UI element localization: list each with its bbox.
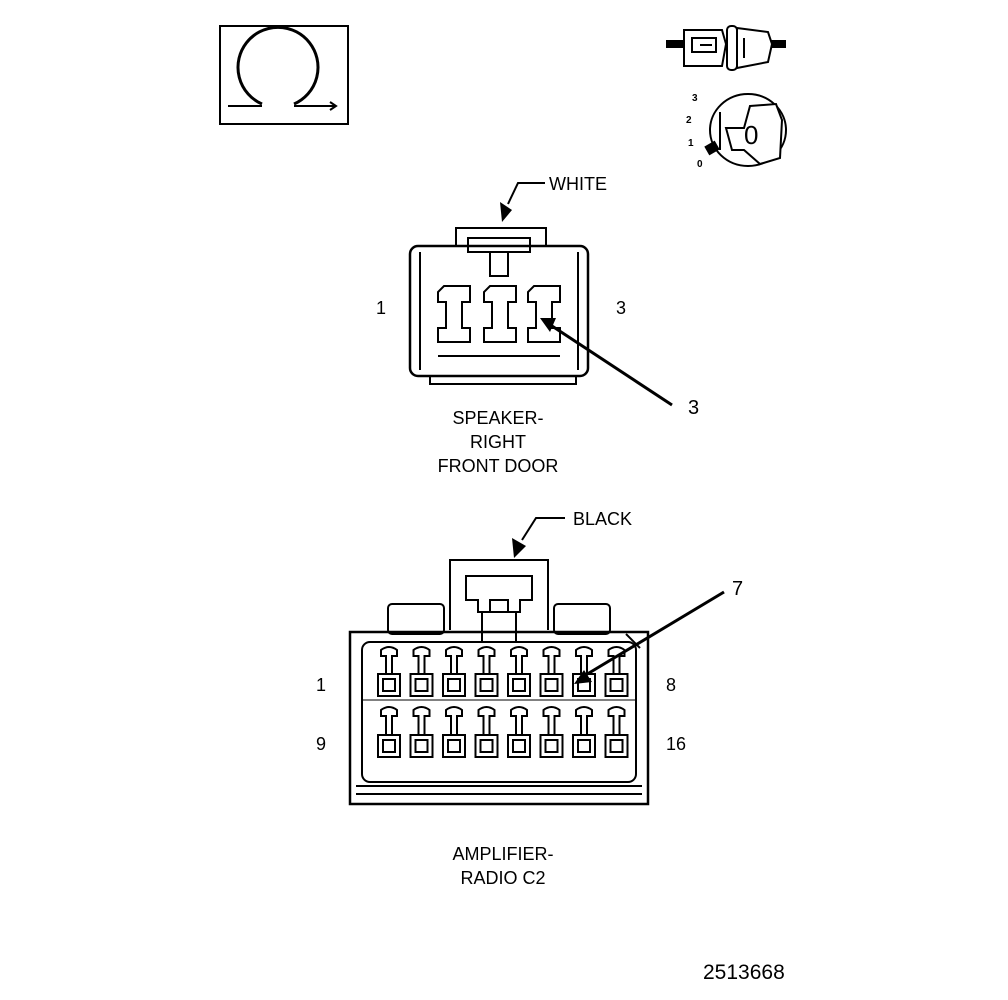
cavity-terminal [414,739,429,753]
cavity-13 [507,734,531,758]
cavity-latch [477,646,496,675]
pin-label-row1-first: 1 [316,675,327,695]
color-label-black: BLACK [573,509,633,529]
cavity-4 [474,673,499,697]
cavity-10 [409,734,434,758]
amplifier-caption: AMPLIFIER- RADIO C2 [398,842,608,890]
caption-line: RADIO C2 [460,868,546,888]
caption-line: AMPLIFIER- [452,844,554,864]
cavity-9 [377,734,401,758]
cavity-16 [604,734,629,758]
cavity-terminal [479,739,494,753]
speaker-caption: SPEAKER- RIGHT FRONT DOOR [398,406,598,478]
ohm-symbol-icon [219,25,349,125]
cavity-terminal [512,739,526,753]
cavity-terminal [609,739,624,753]
cavity-latch [477,706,496,736]
cavity-latch [412,646,431,675]
cavity-1 [377,673,401,697]
cavity-latch [380,646,398,675]
figure-number: 2513668 [703,961,785,984]
pin-label-first: 1 [376,298,387,318]
cavity-terminal [544,739,559,753]
cavity-latch [510,706,528,736]
cavity-latch [607,706,626,736]
cavity-terminal [382,678,396,692]
color-label-white: WHITE [549,174,607,194]
cavity-11 [442,734,466,758]
cavity-8 [604,673,629,697]
cavity-2 [409,673,434,697]
cavity-terminal [577,739,591,753]
cavity-terminal [512,678,526,692]
pointer-label-3: 3 [688,397,700,419]
cavity-3 [442,673,466,697]
cavity-5 [507,673,531,697]
cavity-terminal [414,678,429,692]
amplifier-connector [348,517,650,806]
cavity-latch [445,646,463,675]
cavity-latch [445,706,463,736]
caption-line: FRONT DOOR [437,456,559,476]
ignition-position-3: 3 [692,93,698,104]
cavity-terminal [609,678,624,692]
ignition-key-label: 0 [744,120,759,150]
caption-line: SPEAKER- [452,408,544,428]
pin-grid [362,646,636,758]
cavity-14 [539,734,564,758]
cavity-15 [572,734,596,758]
cavity-latch [542,646,561,675]
cavity-latch [412,706,431,736]
fuse-icon [666,25,786,71]
cavity-6 [539,673,564,697]
speaker-connector [408,182,673,407]
pin-label-row1-last: 8 [666,675,677,695]
pin-label-row2-last: 16 [666,734,687,754]
pin-label-last: 3 [616,298,627,318]
cavity-latch [575,646,593,675]
ignition-position-1: 1 [688,138,694,149]
cavity-terminal [447,678,461,692]
ignition-position-2: 2 [686,115,692,126]
cavity-terminal [447,739,461,753]
cavity-terminal [544,678,559,692]
ignition-position-0: 0 [697,159,703,170]
cavity-latch [575,706,593,736]
cavity-latch [542,706,561,736]
ignition-key-icon [704,93,787,167]
cavity-terminal [479,678,494,692]
cavity-terminal [382,739,396,753]
caption-line: RIGHT [470,432,526,452]
cavity-latch [380,706,398,736]
pin-label-row2-first: 9 [316,734,327,754]
cavity-12 [474,734,499,758]
cavity-latch [510,646,528,675]
pointer-label-7: 7 [732,578,744,600]
